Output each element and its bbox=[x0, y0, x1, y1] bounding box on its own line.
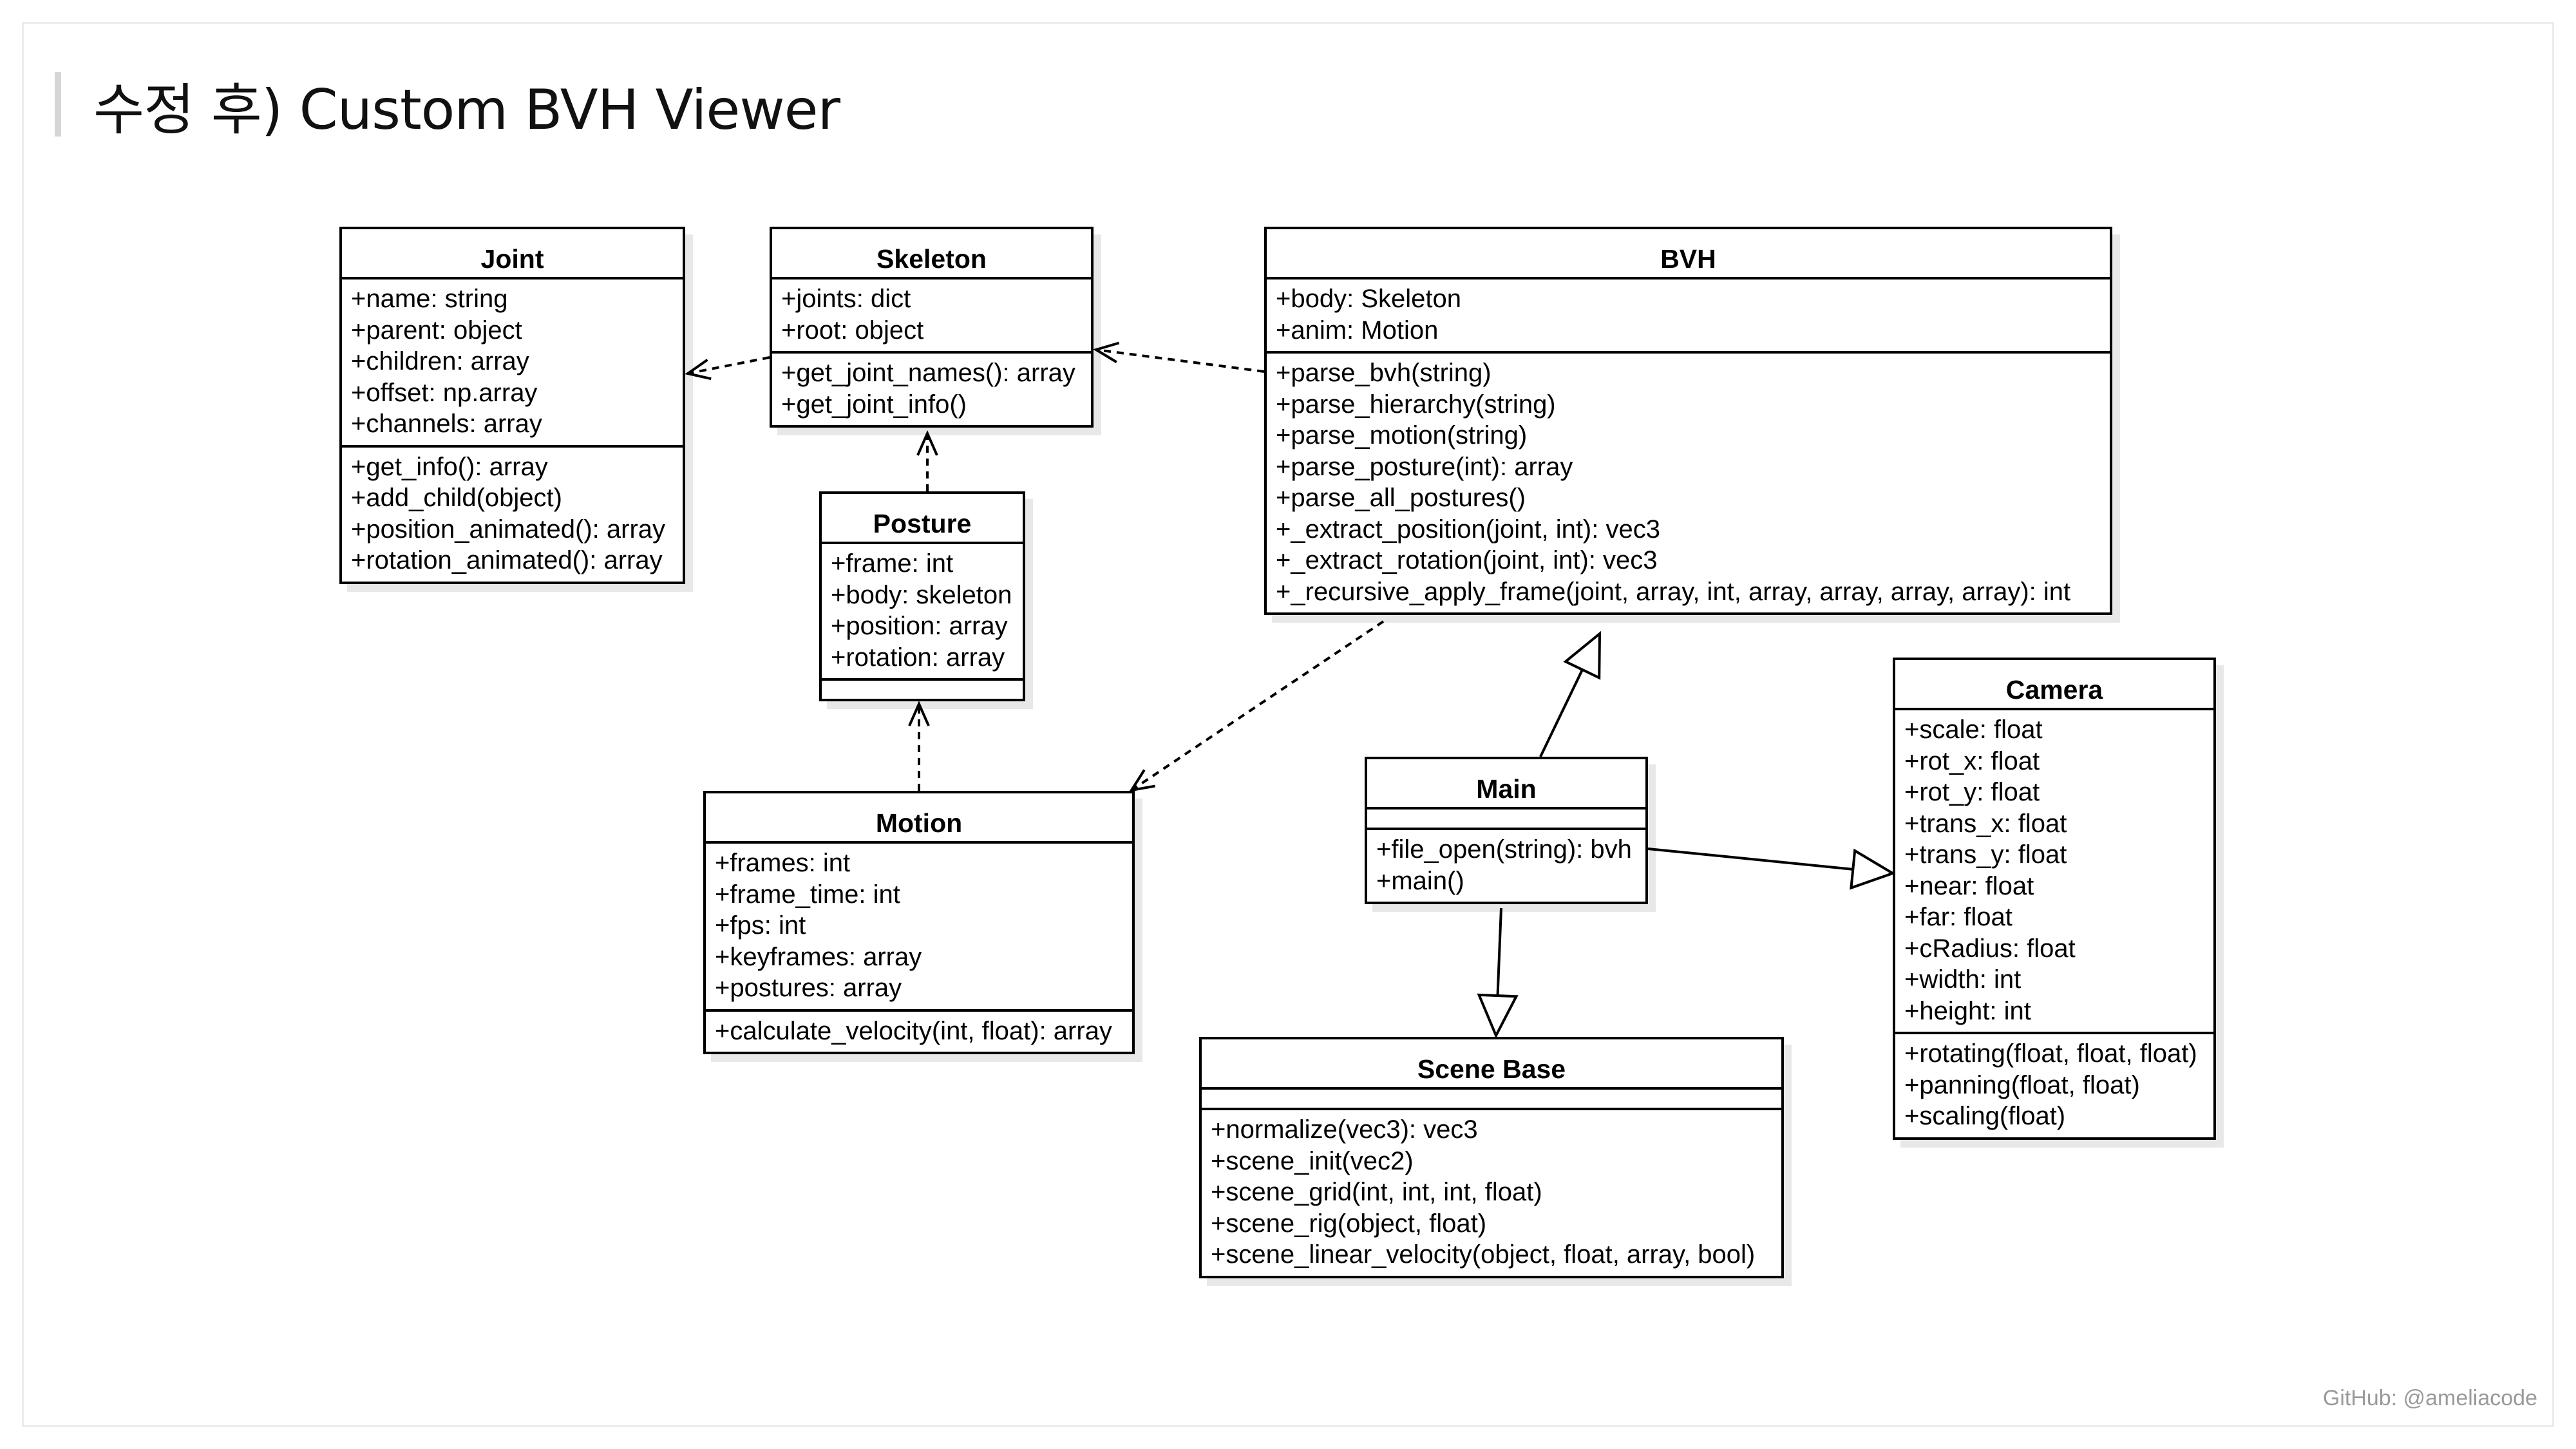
dependency-arrow-motion-to-posture bbox=[908, 701, 930, 791]
method-compartment: +normalize(vec3): vec3+scene_init(vec2) +… bbox=[1202, 1108, 1781, 1276]
method-line: +get_joint_info() bbox=[781, 390, 967, 419]
attribute-line: +frame_time: int bbox=[715, 880, 900, 909]
page-title: 수정 후) Custom BVH Viewer bbox=[93, 78, 840, 142]
attribute-compartment bbox=[1367, 810, 1645, 828]
attribute-line: +width: int bbox=[1904, 965, 2022, 994]
method-line: +_extract_position(joint, int): vec3 bbox=[1276, 515, 1660, 544]
attribute-line: +keyframes: array bbox=[715, 942, 922, 971]
method-line: +position_animated(): array bbox=[351, 515, 666, 544]
dependency-arrow-posture-to-skeleton bbox=[916, 430, 938, 491]
method-compartment: +rotating(float, float, float)+panning(f… bbox=[1895, 1032, 2213, 1137]
method-line: +parse_all_postures() bbox=[1276, 484, 1526, 512]
attribute-line: +trans_y: float bbox=[1904, 840, 2067, 869]
attribute-line: +postures: array bbox=[715, 974, 902, 1002]
attribute-line: +rotation: array bbox=[831, 643, 1005, 672]
class-scene-base: Scene Base +normalize(vec3): vec3+scene_i… bbox=[1199, 1037, 1784, 1278]
attribute-line: +body: skeleton bbox=[831, 580, 1012, 609]
attribute-compartment: +frame: int+body: skeleton +position: arr… bbox=[822, 544, 1023, 678]
class-name: Scene Base bbox=[1202, 1039, 1781, 1090]
class-camera: Camera +scale: float+rot_x: float +rot_y: … bbox=[1893, 658, 2216, 1140]
class-name: Motion bbox=[706, 793, 1132, 844]
attribute-line: +parent: object bbox=[351, 316, 522, 345]
class-name: BVH bbox=[1267, 229, 2110, 279]
method-line: +calculate_velocity(int, float): array bbox=[715, 1016, 1112, 1045]
method-line: +scene_init(vec2) bbox=[1211, 1146, 1414, 1175]
attribute-line: +channels: array bbox=[351, 410, 542, 438]
method-line: +scene_linear_velocity(object, float, ar… bbox=[1211, 1240, 1756, 1269]
method-compartment: +file_open(string): bvh+main() bbox=[1367, 828, 1645, 902]
attribute-line: +trans_x: float bbox=[1904, 809, 2067, 838]
attribute-line: +joints: dict bbox=[781, 285, 911, 313]
class-name: Posture bbox=[822, 494, 1023, 544]
attribute-line: +height: int bbox=[1904, 996, 2031, 1025]
class-skeleton: Skeleton +joints: dict +root: object +get_j… bbox=[770, 227, 1094, 428]
method-compartment: +calculate_velocity(int, float): array bbox=[706, 1009, 1132, 1052]
attribute-line: +children: array bbox=[351, 347, 529, 375]
class-name: Camera bbox=[1895, 660, 2213, 710]
method-line: +parse_motion(string) bbox=[1276, 421, 1528, 450]
generalization-arrow-main-to-camera bbox=[1647, 848, 1896, 890]
attribute-line: +cRadius: float bbox=[1904, 934, 2076, 963]
dependency-arrow-bvh-to-skeleton bbox=[1093, 341, 1265, 373]
method-compartment bbox=[822, 678, 1023, 699]
dependency-arrow-bvh-to-motion bbox=[1128, 620, 1385, 792]
attribute-line: +frames: int bbox=[715, 849, 851, 877]
attribute-line: +position: array bbox=[831, 612, 1008, 640]
attribute-compartment: +scale: float+rot_x: float +rot_y: float +… bbox=[1895, 710, 2213, 1032]
method-line: +parse_hierarchy(string) bbox=[1276, 390, 1556, 419]
method-line: +get_info(): array bbox=[351, 452, 548, 481]
method-line: +normalize(vec3): vec3 bbox=[1211, 1115, 1478, 1144]
method-line: +rotating(float, float, float) bbox=[1904, 1039, 2197, 1068]
method-line: +get_joint_names(): array bbox=[781, 359, 1075, 387]
method-compartment: +get_joint_names(): array +get_joint_info… bbox=[772, 351, 1091, 425]
method-line: +panning(float, float) bbox=[1904, 1070, 2140, 1099]
method-line: +add_child(object) bbox=[351, 484, 562, 512]
method-compartment: +get_info(): array +add_child(object) +pos… bbox=[342, 444, 683, 582]
dependency-arrow-skeleton-to-joint bbox=[685, 356, 770, 381]
generalization-arrow-main-to-scene_base bbox=[1477, 907, 1519, 1039]
attribute-line: +far: float bbox=[1904, 903, 2012, 931]
class-bvh: BVH +body: Skeleton +anim: Motion +parse_bv… bbox=[1264, 227, 2112, 615]
method-line: +_extract_rotation(joint, int): vec3 bbox=[1276, 546, 1658, 574]
attribute-line: +near: float bbox=[1904, 871, 2034, 900]
class-name: Skeleton bbox=[772, 229, 1091, 279]
method-line: +scene_grid(int, int, int, float) bbox=[1211, 1178, 1542, 1206]
attribute-line: +anim: Motion bbox=[1276, 316, 1439, 345]
attribute-line: +offset: np.array bbox=[351, 378, 538, 407]
attribute-line: +fps: int bbox=[715, 911, 806, 940]
attribute-compartment: +frames: int +frame_time: int+fps: int+ke… bbox=[706, 844, 1132, 1009]
attribute-compartment bbox=[1202, 1090, 1781, 1108]
attribute-line: +root: object bbox=[781, 316, 924, 345]
method-line: +scene_rig(object, float) bbox=[1211, 1209, 1487, 1238]
method-line: +parse_posture(int): array bbox=[1276, 452, 1573, 481]
attribute-line: +scale: float bbox=[1904, 715, 2043, 744]
attribute-line: +name: string bbox=[351, 285, 508, 313]
footer-credit: GitHub: @ameliacode bbox=[2322, 1386, 2537, 1410]
attribute-compartment: +name: string +parent: object+children: a… bbox=[342, 279, 683, 445]
class-motion: Motion +frames: int +frame_time: int+fps: … bbox=[703, 791, 1135, 1054]
attribute-line: +rot_x: float bbox=[1904, 746, 2040, 775]
method-line: +parse_bvh(string) bbox=[1276, 359, 1492, 387]
method-line: +rotation_animated(): array bbox=[351, 546, 663, 574]
method-line: +_recursive_apply_frame(joint, array, in… bbox=[1276, 577, 2071, 606]
attribute-line: +body: Skeleton bbox=[1276, 285, 1461, 313]
attribute-compartment: +body: Skeleton +anim: Motion bbox=[1267, 279, 2110, 351]
method-line: +main() bbox=[1376, 866, 1464, 895]
class-posture: Posture +frame: int+body: skeleton +positi… bbox=[819, 491, 1025, 701]
class-name: Joint bbox=[342, 229, 683, 279]
attribute-compartment: +joints: dict +root: object bbox=[772, 279, 1091, 351]
class-name: Main bbox=[1367, 759, 1645, 810]
title-accent-bar bbox=[55, 72, 61, 137]
method-compartment: +parse_bvh(string) +parse_hierarchy(strin… bbox=[1267, 351, 2110, 612]
generalization-arrow-main-to-bvh bbox=[1539, 630, 1602, 757]
attribute-line: +rot_y: float bbox=[1904, 778, 2040, 806]
slide-frame bbox=[22, 22, 2554, 1427]
attribute-line: +frame: int bbox=[831, 549, 954, 578]
method-line: +scaling(float) bbox=[1904, 1102, 2066, 1130]
class-joint: Joint +name: string +parent: object+childr… bbox=[339, 227, 685, 584]
class-main: Main +file_open(string): bvh+main() bbox=[1365, 757, 1648, 904]
method-line: +file_open(string): bvh bbox=[1376, 835, 1632, 864]
